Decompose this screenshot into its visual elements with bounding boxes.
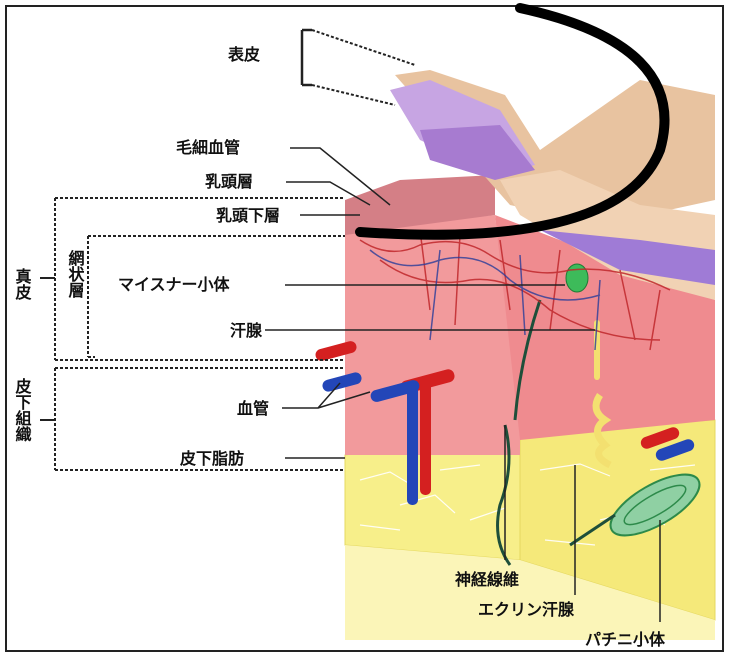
label-pacinian-corpuscle: パチニ小体 [585, 630, 666, 649]
label-dermis: 真皮 [13, 267, 33, 301]
meissner-corpuscle-shape [566, 264, 588, 292]
label-meissner-corpuscle: マイスナー小体 [118, 275, 231, 294]
label-subcutaneous-tissue: 皮下組織 [13, 377, 33, 442]
label-subcutaneous-fat: 皮下脂肪 [179, 449, 244, 468]
label-eccrine-gland: エクリン汗腺 [478, 600, 575, 619]
label-papillary-layer: 乳頭層 [205, 172, 253, 191]
label-capillary: 毛細血管 [176, 138, 240, 157]
label-reticular-layer: 網状層 [66, 249, 85, 299]
label-subpapillary-layer: 乳頭下層 [216, 206, 280, 225]
label-epidermis: 表皮 [227, 45, 260, 64]
label-sweat-gland: 汗腺 [230, 321, 263, 340]
label-blood-vessel: 血管 [237, 399, 269, 418]
label-nerve-fiber: 神経線維 [455, 570, 519, 589]
